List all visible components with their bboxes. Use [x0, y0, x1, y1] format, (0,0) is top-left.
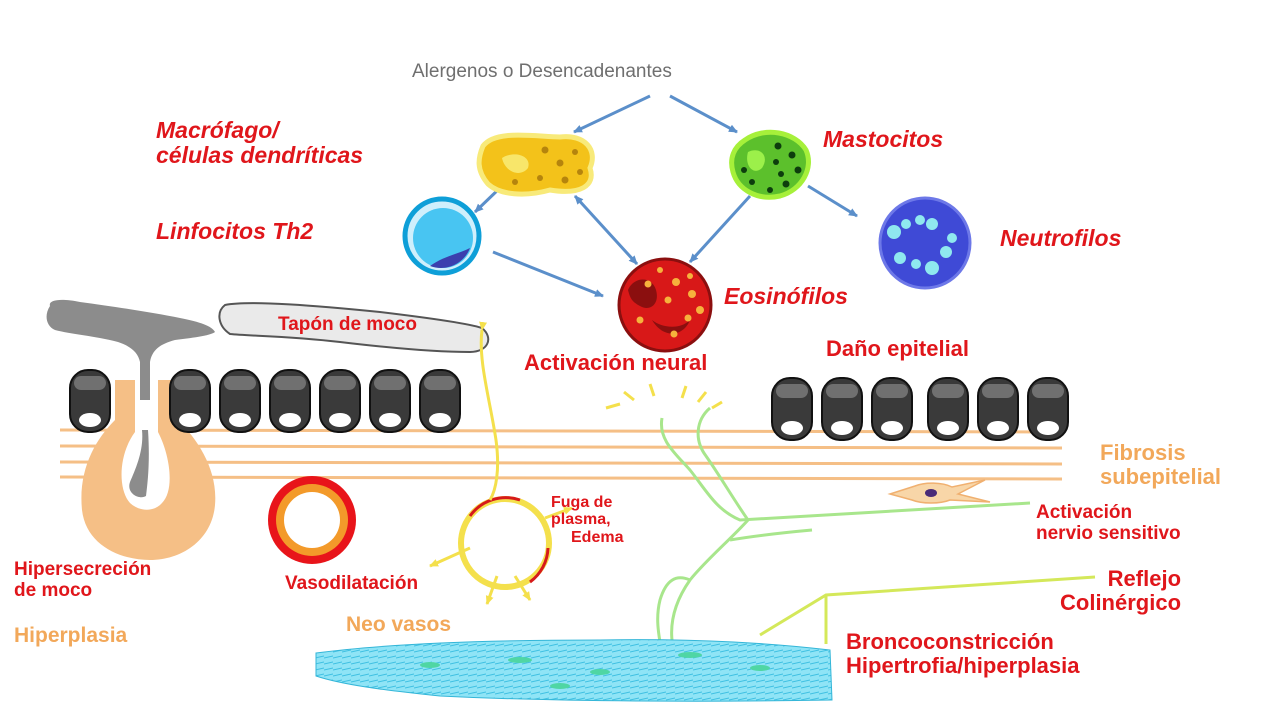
- cholinergic-reflex-label-line1: Reflejo: [1107, 566, 1182, 591]
- arrow-mast-to-neutrophil: [807, 184, 858, 218]
- epithelium-left: [69, 369, 461, 433]
- th2-label: Linfocitos Th2: [156, 218, 314, 244]
- neural-spark-icon: [605, 383, 723, 410]
- arrow-macrophage-eosinophil: [573, 194, 639, 266]
- fibrosis-label: Fibrosis subepitelial: [1100, 441, 1221, 489]
- cholinergic-reflex-lines: [759, 575, 1096, 644]
- plasma-leak-label-line3: Edema: [571, 528, 624, 546]
- epithelium-right: [771, 377, 1069, 441]
- mucus-plug-label: Tapón de moco: [278, 314, 417, 335]
- cholinergic-reflex-label: Reflejo Colinérgico: [1060, 567, 1181, 615]
- smooth-muscle-icon: [315, 639, 833, 702]
- mast-cell-icon: [729, 129, 811, 200]
- macrophage-label-line2: células dendríticas: [156, 141, 364, 168]
- cholinergic-reflex-label-line2: Colinérgico: [1060, 589, 1182, 615]
- epithelial-damage-label: Daño epitelial: [826, 336, 970, 361]
- neutrophil-label: Neutrofilos: [1000, 225, 1122, 251]
- hyperplasia-label: Hiperplasia: [14, 624, 128, 647]
- plasma-leak-label: Fuga de plasma, Edema: [551, 494, 623, 546]
- diagram-title: Alergenos o Desencadenantes: [412, 61, 672, 82]
- arrow-allergen-to-macrophage: [573, 94, 651, 134]
- fibrosis-label-line1: Fibrosis: [1100, 440, 1186, 465]
- th2-lymphocyte-icon: [402, 196, 482, 276]
- hypersecretion-label-line1: Hipersecreción: [14, 559, 152, 580]
- mast-cell-label: Mastocitos: [823, 126, 944, 152]
- arrow-mast-to-eosinophil: [688, 194, 752, 264]
- eosinophil-label: Eosinófilos: [724, 283, 848, 309]
- macrophage-label-line1: Macrófago/: [156, 117, 279, 143]
- neutrophil-cell-icon: [878, 196, 972, 290]
- neovessels-label: Neo vasos: [346, 613, 452, 636]
- macrophage-cell-icon: [476, 132, 595, 197]
- bronchoconstriction-label-line1: Broncoconstricción: [846, 629, 1054, 654]
- arrow-allergen-to-mast: [669, 94, 738, 134]
- leaky-vessel-icon: [429, 496, 573, 605]
- plasma-leak-label-line1: Fuga de: [551, 494, 613, 511]
- hypersecretion-label-line2: de moco: [14, 579, 93, 601]
- bronchoconstriction-label-line2: Hipertrofia/hiperplasia: [846, 652, 1080, 678]
- bronchoconstriction-label: Broncoconstricción Hipertrofia/hiperplas…: [846, 630, 1080, 678]
- arrow-th2-to-eosinophil: [492, 250, 604, 298]
- blood-vessel-icon: [268, 476, 356, 564]
- macrophage-label: Macrófago/ células dendríticas: [156, 118, 363, 168]
- mucus-plug-icon: [46, 299, 490, 400]
- hypersecretion-label: Hipersecreción de moco: [14, 559, 152, 601]
- mucus-to-vessel-path: [479, 321, 500, 501]
- plasma-leak-label-line2: plasma,: [551, 511, 611, 529]
- eosinophil-cell-icon: [617, 257, 713, 353]
- fibroblast-icon: [887, 479, 991, 504]
- sensory-nerve-label-line2: nervio sensitivo: [1036, 522, 1181, 544]
- sensory-nerve-label-line1: Activación: [1036, 502, 1133, 523]
- vasodilation-label: Vasodilatación: [285, 573, 419, 594]
- fibrosis-label-line2: subepitelial: [1100, 463, 1222, 489]
- neural-activation-label: Activación neural: [524, 350, 708, 375]
- sensory-nerve-lines: [656, 406, 1031, 643]
- sensory-nerve-label: Activación nervio sensitivo: [1036, 502, 1181, 544]
